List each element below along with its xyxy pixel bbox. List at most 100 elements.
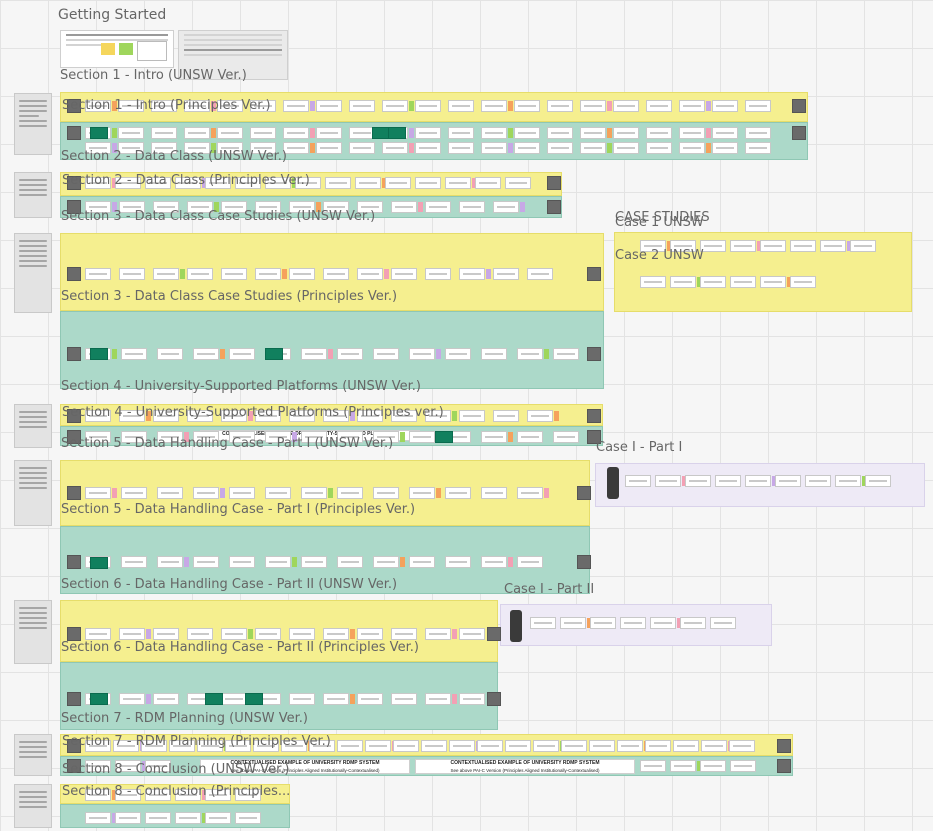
sticky-note[interactable] — [292, 432, 297, 442]
slide-card[interactable] — [448, 100, 474, 112]
slide-card[interactable] — [533, 740, 559, 752]
slide-card[interactable] — [217, 127, 243, 139]
frame-label-s3-unsw[interactable]: Section 3 - Data Class Case Studies (UNS… — [61, 209, 376, 224]
sticky-note[interactable] — [310, 128, 315, 138]
slide-card[interactable] — [850, 240, 876, 252]
slide-card[interactable] — [115, 789, 141, 801]
sticky-note[interactable] — [697, 761, 702, 771]
slide-card[interactable] — [547, 100, 573, 112]
slide-card[interactable] — [295, 177, 321, 189]
slide-card[interactable] — [193, 556, 219, 568]
slide-card[interactable] — [349, 127, 375, 139]
slide-card[interactable] — [477, 740, 503, 752]
slide-card[interactable] — [229, 431, 255, 443]
slide-card[interactable] — [730, 276, 756, 288]
slide-card[interactable] — [640, 760, 666, 772]
slide-card[interactable] — [505, 740, 531, 752]
slide-card[interactable] — [712, 127, 738, 139]
slide-card[interactable] — [85, 628, 111, 640]
slide-card[interactable] — [153, 628, 179, 640]
slide-card[interactable] — [391, 628, 417, 640]
sticky-note[interactable] — [146, 629, 151, 639]
section-3-side-note[interactable] — [14, 233, 52, 313]
slide-card[interactable] — [265, 177, 291, 189]
slide-card[interactable] — [85, 760, 111, 772]
section-1-side-note[interactable] — [14, 93, 52, 155]
slide-card[interactable] — [373, 348, 399, 360]
slide-card[interactable] — [820, 240, 846, 252]
slide-card[interactable] — [85, 487, 111, 499]
slide-card[interactable] — [448, 127, 474, 139]
sticky-note[interactable] — [350, 411, 355, 421]
slide-card[interactable] — [425, 628, 451, 640]
slide-card[interactable] — [229, 556, 255, 568]
sticky-note[interactable] — [112, 143, 117, 153]
slide-card[interactable] — [745, 475, 771, 487]
frame-label-case2-unsw[interactable]: Case 2 UNSW — [615, 248, 704, 263]
section-title-slide[interactable] — [67, 176, 81, 190]
section-title-slide[interactable] — [67, 126, 81, 140]
section-end-slide[interactable] — [587, 347, 601, 361]
slide-card[interactable] — [645, 740, 671, 752]
slide-card[interactable] — [113, 740, 139, 752]
slide-card[interactable] — [421, 740, 447, 752]
slide-card[interactable] — [85, 100, 111, 112]
slide-card[interactable] — [337, 556, 363, 568]
slide-card[interactable] — [157, 348, 183, 360]
frame-label-s4-unsw[interactable]: Section 4 - University-Supported Platfor… — [61, 379, 421, 394]
slide-card[interactable] — [265, 431, 291, 443]
highlight-slide[interactable] — [205, 693, 223, 705]
slide-card[interactable] — [253, 740, 279, 752]
sticky-note[interactable] — [350, 694, 355, 704]
sticky-note[interactable] — [112, 202, 117, 212]
slide-card[interactable] — [225, 740, 251, 752]
slide-card[interactable] — [184, 142, 210, 154]
rdmp-example-banner-left[interactable]: CONTEXTUALISED EXAMPLE OF UNIVERSITY RDM… — [200, 759, 410, 774]
sticky-note[interactable] — [310, 101, 315, 111]
sticky-note[interactable] — [706, 128, 711, 138]
slide-card[interactable] — [415, 142, 441, 154]
slide-card[interactable] — [790, 240, 816, 252]
sticky-note[interactable] — [328, 488, 333, 498]
section-title-slide[interactable] — [67, 627, 81, 641]
slide-card[interactable] — [680, 617, 706, 629]
slide-card[interactable] — [153, 693, 179, 705]
sticky-note[interactable] — [706, 101, 711, 111]
slide-card[interactable] — [337, 487, 363, 499]
sticky-note[interactable] — [772, 476, 777, 486]
slide-card[interactable] — [289, 410, 315, 422]
slide-card[interactable] — [445, 487, 471, 499]
section-end-slide[interactable] — [487, 692, 501, 706]
section-title-slide[interactable] — [67, 759, 81, 773]
slide-card[interactable] — [670, 240, 696, 252]
slide-card[interactable] — [673, 740, 699, 752]
slide-card[interactable] — [425, 410, 451, 422]
slide-card[interactable] — [745, 142, 771, 154]
slide-card[interactable] — [481, 431, 507, 443]
slide-card[interactable] — [527, 410, 553, 422]
section-title-slide[interactable] — [67, 739, 81, 753]
slide-card[interactable] — [289, 693, 315, 705]
sticky-note[interactable] — [677, 618, 682, 628]
slide-card[interactable] — [391, 693, 417, 705]
slide-card[interactable] — [700, 276, 726, 288]
slide-card[interactable] — [121, 556, 147, 568]
sticky-note[interactable] — [142, 761, 147, 771]
slide-card[interactable] — [301, 556, 327, 568]
slide-card[interactable] — [255, 628, 281, 640]
slide-card[interactable] — [514, 142, 540, 154]
slide-card[interactable] — [459, 268, 485, 280]
slide-card[interactable] — [255, 201, 281, 213]
slide-card[interactable] — [151, 142, 177, 154]
sticky-note[interactable] — [214, 202, 219, 212]
slide-card[interactable] — [118, 142, 144, 154]
slide-card[interactable] — [85, 431, 111, 443]
sticky-note[interactable] — [508, 557, 513, 567]
sticky-note[interactable] — [220, 488, 225, 498]
highlight-slide[interactable] — [90, 693, 108, 705]
slide-card[interactable] — [365, 740, 391, 752]
highlight-slide[interactable] — [265, 348, 283, 360]
slide-card[interactable] — [265, 487, 291, 499]
sticky-note[interactable] — [384, 269, 389, 279]
slide-card[interactable] — [205, 812, 231, 824]
